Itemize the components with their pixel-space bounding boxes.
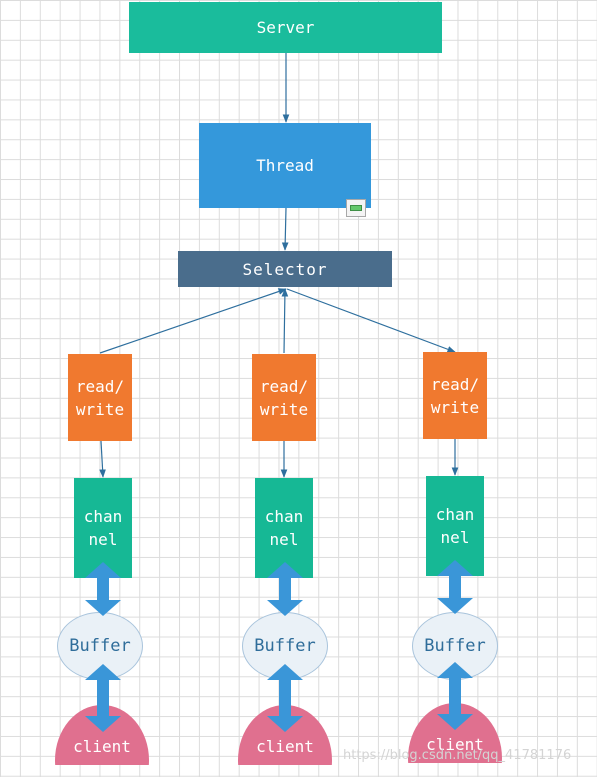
selector-node: Selector <box>178 251 392 287</box>
read-write-label: read/ write <box>259 376 309 419</box>
read-write-node-left: read/ write <box>68 354 132 441</box>
buffer-client-double-arrow-right <box>437 662 473 730</box>
client-label: client <box>426 735 484 754</box>
thread-to-selector-arrow <box>281 207 289 251</box>
thread-node: Thread <box>199 123 371 208</box>
read-write-label: read/ write <box>430 374 480 417</box>
selector-label: Selector <box>242 259 328 279</box>
buffer-client-double-arrow-left <box>85 664 121 732</box>
buffer-client-double-arrow-middle <box>267 664 303 732</box>
channel-label: chan nel <box>264 507 304 549</box>
channel-label: chan nel <box>435 505 475 547</box>
client-node-middle: client <box>238 705 332 765</box>
collapse-marker-icon <box>346 199 366 217</box>
client-label: client <box>73 737 131 756</box>
server-label: Server <box>256 18 315 37</box>
buffer-label: Buffer <box>424 636 486 656</box>
channel-label: chan nel <box>83 507 123 549</box>
rw-to-channel-arrow-left <box>99 440 106 478</box>
selector-to-middle-rw-link <box>281 288 289 354</box>
buffer-label: Buffer <box>69 636 131 656</box>
channel-buffer-double-arrow-middle <box>267 562 303 616</box>
read-write-label: read/ write <box>75 376 125 419</box>
watermark: https://blog.csdn.net/qq_41781176 <box>343 748 572 763</box>
channel-buffer-double-arrow-left <box>85 562 121 616</box>
read-write-node-right: read/ write <box>423 352 487 439</box>
channel-buffer-double-arrow-right <box>437 560 473 614</box>
buffer-label: Buffer <box>254 636 316 656</box>
channel-node-left: chan nel <box>74 478 132 578</box>
server-node: Server <box>129 2 442 53</box>
client-label: client <box>256 737 314 756</box>
thread-label: Thread <box>256 156 314 175</box>
channel-node-right: chan nel <box>426 476 484 576</box>
selector-to-right-rw-link <box>286 288 456 353</box>
selector-to-left-rw-link <box>99 288 287 354</box>
read-write-node-middle: read/ write <box>252 354 316 441</box>
channel-node-middle: chan nel <box>255 478 313 578</box>
